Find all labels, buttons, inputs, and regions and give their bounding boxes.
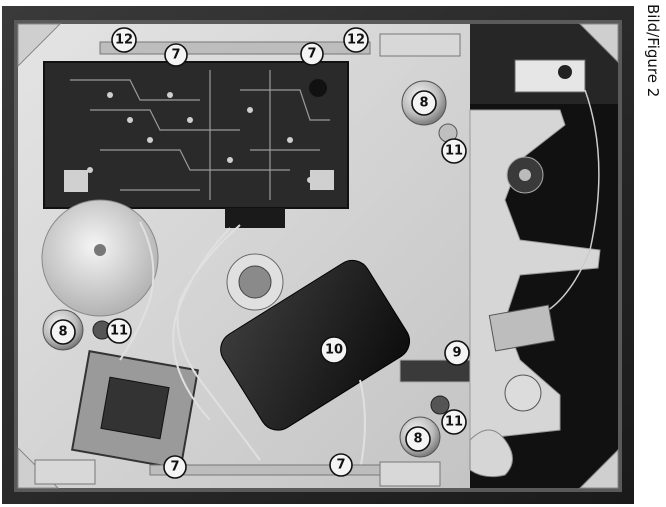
tonearm-wire	[539, 89, 600, 316]
callout-11-bottom: 11	[441, 409, 467, 435]
callout-7-bottom-left: 7	[163, 455, 187, 479]
switch-assembly	[399, 359, 471, 383]
callout-8-left: 8	[50, 319, 76, 345]
callout-7-top-left: 7	[164, 43, 188, 67]
board-component-left	[64, 170, 88, 192]
svg-text:12: 12	[115, 33, 133, 48]
drive-pulley	[41, 199, 159, 317]
motor-cover-box	[220, 259, 411, 431]
bottom-mount-block	[379, 461, 441, 487]
board-connector	[225, 208, 285, 228]
callout-10: 10	[320, 336, 348, 364]
svg-text:11: 11	[445, 144, 463, 159]
screw-bottom	[430, 395, 450, 415]
svg-text:8: 8	[58, 325, 67, 340]
svg-text:7: 7	[171, 48, 180, 63]
svg-text:8: 8	[413, 432, 422, 447]
callout-7-top-right: 7	[300, 42, 324, 66]
svg-text:9: 9	[452, 346, 461, 361]
callout-11-left: 11	[106, 318, 132, 344]
callout-12-right: 12	[343, 27, 369, 53]
callout-11-top: 11	[441, 138, 467, 164]
arm-rest-hole	[558, 65, 572, 79]
svg-text:7: 7	[170, 460, 179, 475]
circuit-traces	[70, 70, 330, 200]
svg-text:8: 8	[419, 96, 428, 111]
callout-8-bottom: 8	[405, 426, 431, 452]
bottom-left-block	[34, 459, 96, 485]
top-mount-block	[379, 33, 461, 57]
top-rail	[99, 41, 371, 55]
board-component-right	[310, 170, 334, 190]
corner-bracket-top-right	[578, 23, 619, 64]
transformer-core	[100, 376, 170, 440]
svg-text:11: 11	[110, 324, 128, 339]
arm-rest-block	[514, 59, 586, 93]
cartridge-assembly	[488, 304, 556, 352]
svg-text:12: 12	[347, 33, 365, 48]
circuit-board	[43, 61, 349, 209]
svg-text:7: 7	[336, 458, 345, 473]
corner-bracket-top-left	[17, 23, 62, 68]
deck-spindle-center	[519, 169, 531, 181]
svg-text:11: 11	[445, 415, 463, 430]
callout-12-left: 12	[111, 27, 137, 53]
arm-casting	[469, 109, 601, 441]
svg-text:10: 10	[325, 343, 343, 358]
callout-8-top: 8	[411, 90, 437, 116]
bottom-casting	[469, 429, 513, 478]
callout-7-bottom-right: 7	[329, 453, 353, 477]
bearing-center	[238, 265, 272, 299]
svg-text:7: 7	[307, 47, 316, 62]
pulley-hub	[94, 244, 106, 256]
callout-9: 9	[444, 340, 470, 366]
board-capacitor	[309, 79, 327, 97]
wire-harness	[119, 221, 366, 471]
corner-bracket-bottom-right	[578, 448, 619, 489]
figure-caption: Bild/Figure 2	[644, 4, 662, 98]
deck-roller	[504, 374, 542, 412]
